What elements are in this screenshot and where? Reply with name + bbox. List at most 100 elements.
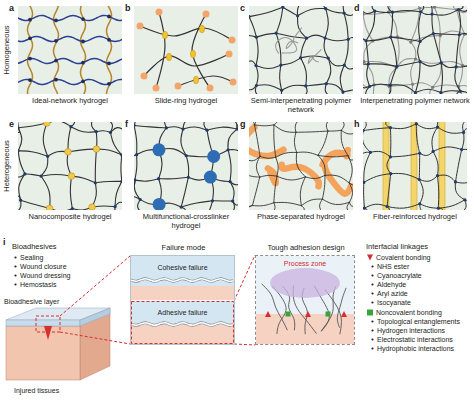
crosslink-dot bbox=[54, 78, 58, 82]
polymer-chain bbox=[18, 123, 47, 128]
polymer-chain bbox=[366, 11, 375, 41]
polymer-chain bbox=[341, 130, 353, 134]
polymer-chain bbox=[156, 12, 165, 88]
tissue-layer bbox=[131, 323, 234, 344]
polymer-chain bbox=[181, 177, 188, 207]
polymer-chain bbox=[135, 155, 137, 180]
adhesive-layer bbox=[131, 256, 234, 286]
multifunctional-crosslinker bbox=[204, 171, 217, 184]
bullet bbox=[371, 320, 373, 322]
polymer-chain bbox=[41, 175, 71, 177]
polymer-chain bbox=[18, 79, 122, 84]
polymer-chain bbox=[456, 65, 467, 67]
polymer-chain bbox=[419, 179, 423, 203]
polymer-chain bbox=[249, 122, 255, 125]
bullet bbox=[371, 292, 373, 294]
polymer-chain bbox=[300, 177, 305, 206]
polymer-chain bbox=[277, 176, 306, 180]
polymer-chain bbox=[181, 201, 212, 207]
polymer-chain bbox=[92, 122, 97, 132]
polymer-chain bbox=[207, 127, 237, 130]
crosslink-dot bbox=[279, 63, 282, 66]
polymer-chain bbox=[110, 132, 121, 155]
polymer-chain bbox=[228, 129, 237, 150]
polymer-chain bbox=[432, 127, 438, 151]
crosslink-dot bbox=[81, 79, 85, 83]
crosslink-dot bbox=[107, 82, 111, 86]
crosslink-dot bbox=[19, 199, 22, 202]
list-item: Aryl azide bbox=[377, 289, 408, 298]
polymer-chain bbox=[421, 12, 432, 15]
crosslink-dot bbox=[181, 127, 184, 130]
crosslink-dot bbox=[386, 205, 389, 208]
bullet bbox=[371, 347, 373, 349]
polymer-chain bbox=[181, 129, 186, 156]
crosslink-dot bbox=[414, 91, 417, 94]
polymer-chain bbox=[228, 150, 231, 182]
crosslink-dot bbox=[165, 126, 168, 129]
polymer-chain bbox=[324, 38, 328, 58]
polymer-chain bbox=[256, 37, 258, 65]
crosslink-dot bbox=[113, 205, 116, 208]
crosslink-dot bbox=[440, 61, 443, 64]
polymer-chain bbox=[433, 85, 459, 87]
polymer-chain bbox=[391, 173, 420, 179]
polymer-chain bbox=[455, 150, 461, 182]
polymer-chain bbox=[270, 203, 275, 210]
crosslink-dot bbox=[439, 91, 442, 94]
polymer-chain bbox=[419, 176, 437, 182]
fiber bbox=[411, 122, 417, 210]
crosslink-dot bbox=[228, 180, 231, 183]
bullet bbox=[371, 265, 373, 267]
crosslink-dot bbox=[414, 57, 417, 60]
crosslink-dot bbox=[134, 178, 136, 181]
shape-label: Adhesive failure bbox=[131, 308, 234, 317]
crosslink-dot bbox=[81, 40, 85, 44]
list-item: Electrostatic interactions bbox=[377, 335, 453, 344]
end-cap bbox=[137, 23, 144, 30]
polymer-chain bbox=[434, 7, 440, 35]
polymer-chain bbox=[71, 176, 95, 183]
adhesion-design-box: Tough adhesion designProcess zone bbox=[255, 255, 355, 345]
bullet bbox=[371, 283, 373, 285]
crosslink-dot bbox=[455, 65, 458, 68]
list-item: NHS ester bbox=[377, 262, 409, 271]
polymer-chain bbox=[135, 179, 159, 182]
panel-illustration bbox=[134, 6, 238, 94]
polymer-rich-phase bbox=[282, 165, 319, 187]
polymer-chain bbox=[298, 8, 326, 15]
network-drawing bbox=[363, 6, 467, 94]
panel-caption: Fiber-reinforced hydrogel bbox=[357, 212, 473, 221]
polymer-chain bbox=[325, 9, 328, 38]
crosslink-dot bbox=[454, 180, 457, 183]
crosslink-dot bbox=[107, 62, 111, 66]
bullet bbox=[14, 274, 16, 276]
polymer-chain bbox=[366, 41, 368, 64]
crosslink-dot bbox=[363, 207, 366, 210]
polymer-chain bbox=[249, 156, 260, 160]
ring-molecule bbox=[199, 25, 204, 33]
polymer-chain bbox=[249, 17, 256, 37]
polymer-chain bbox=[18, 151, 47, 156]
crosslink-dot bbox=[39, 175, 42, 178]
polymer-chain bbox=[255, 124, 274, 126]
polymer-chain bbox=[25, 174, 41, 176]
panel-illustration bbox=[363, 6, 467, 94]
crosslink-dot bbox=[254, 64, 257, 67]
panel-illustration bbox=[18, 6, 122, 94]
tissue-layer bbox=[131, 286, 234, 300]
multifunctional-crosslinker bbox=[207, 150, 220, 163]
crosslink-dot bbox=[342, 12, 345, 15]
crack bbox=[131, 279, 233, 282]
panel-caption: Phase-separated hydrogel bbox=[243, 212, 359, 221]
crosslink-dot bbox=[418, 178, 421, 181]
polymer-chain bbox=[276, 33, 306, 38]
panel-letter: c bbox=[240, 3, 245, 13]
polymer-chain bbox=[68, 149, 96, 152]
list-item: Sealing bbox=[20, 253, 43, 262]
list-item: Isocyanate bbox=[377, 298, 411, 307]
crosslink-dot bbox=[134, 124, 136, 127]
crosslink-dot bbox=[324, 7, 327, 10]
polymer-chain bbox=[325, 175, 349, 183]
bullet bbox=[371, 301, 373, 303]
